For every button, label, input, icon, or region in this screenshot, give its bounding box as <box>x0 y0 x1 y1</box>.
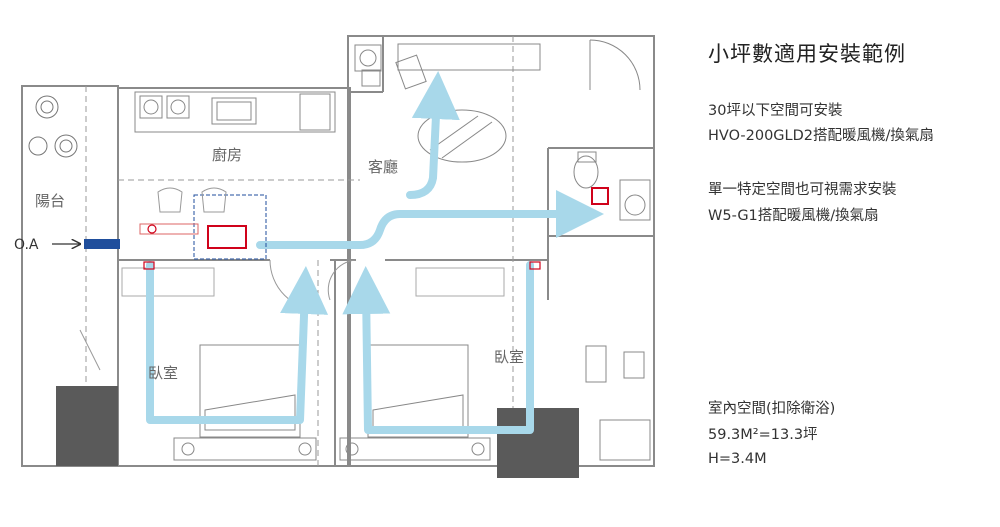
bathroom-fixtures <box>573 39 651 221</box>
vent-left <box>143 261 155 270</box>
living-room-furniture <box>354 43 541 163</box>
desk-area <box>585 345 651 461</box>
info-panel: 小坪數適用安裝範例 30坪以下空間可安裝 HVO-200GLD2搭配暖風機/換氣… <box>700 0 990 527</box>
label-living-room: 客廳 <box>368 158 398 176</box>
info-line-4: W5-G1搭配暖風機/換氣扇 <box>708 208 879 224</box>
floor-plan: 陽台 廚房 客廳 臥室 臥室 O.A <box>14 35 655 478</box>
closets <box>121 267 505 297</box>
outdoor-duct <box>84 239 120 249</box>
label-kitchen: 廚房 <box>212 146 242 164</box>
ventilation-unit <box>139 187 267 260</box>
bath-fan-unit <box>591 187 609 205</box>
info-line-2: HVO-200GLD2搭配暖風機/換氣扇 <box>708 128 934 144</box>
pillar-right <box>497 408 579 478</box>
label-balcony: 陽台 <box>35 192 65 210</box>
info-title: 小坪數適用安裝範例 <box>708 42 906 66</box>
info-line-1: 30坪以下空間可安裝 <box>708 103 843 119</box>
info-line-3: 單一特定空間也可視需求安裝 <box>708 182 897 198</box>
info-line-5: 室內空間(扣除衛浴) <box>708 401 836 417</box>
vent-right <box>529 261 541 270</box>
info-line-7: H=3.4M <box>708 451 767 467</box>
info-line-6: 59.3M²=13.3坪 <box>708 427 818 443</box>
pillar-left <box>56 386 118 466</box>
beds <box>173 344 491 461</box>
label-outdoor-air: O.A <box>14 237 39 253</box>
airflow-paths <box>146 71 604 434</box>
label-bedroom-right: 臥室 <box>494 348 524 366</box>
label-bedroom-left: 臥室 <box>148 364 178 382</box>
doors <box>79 259 357 371</box>
kitchen-counter <box>134 91 336 133</box>
tree-icon <box>28 95 78 158</box>
